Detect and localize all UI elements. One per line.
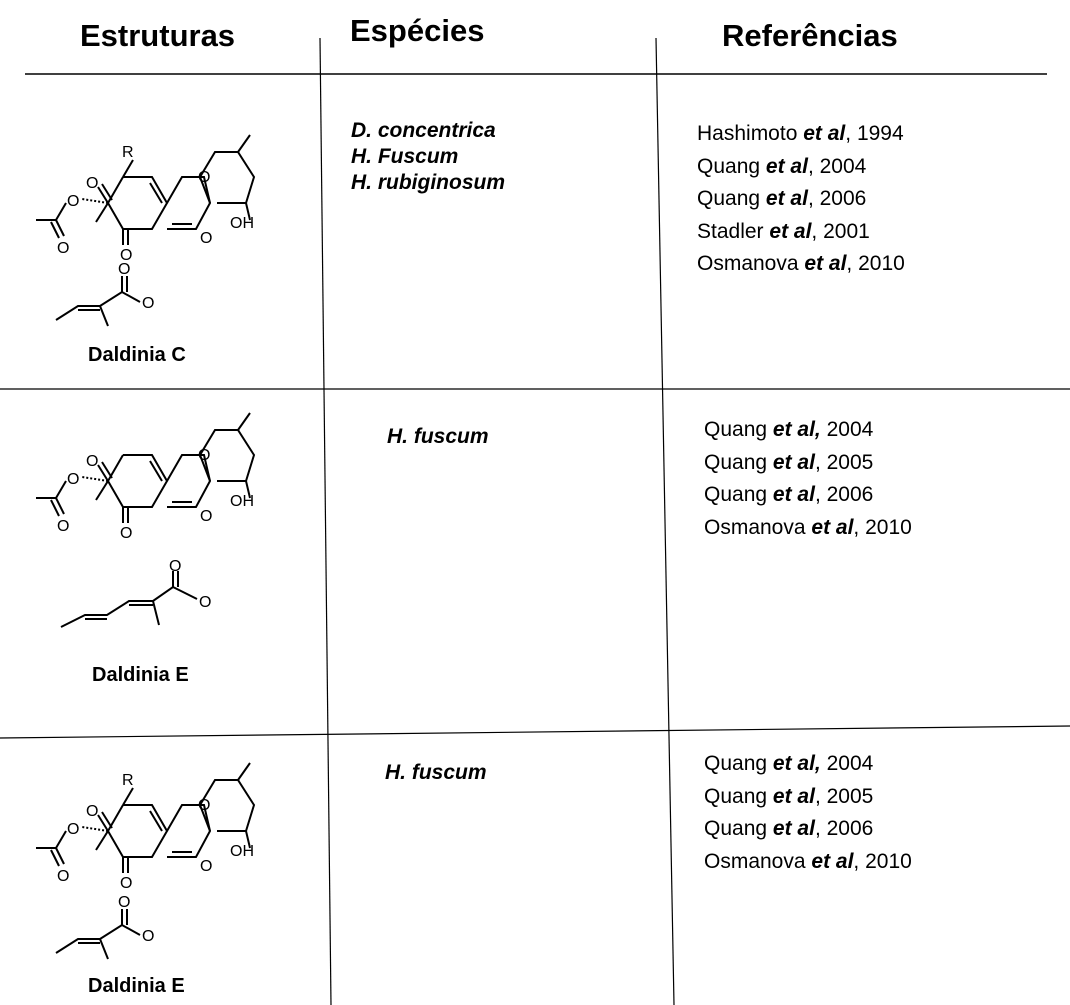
svg-text:O: O bbox=[67, 193, 79, 210]
species-item: H. rubiginosum bbox=[351, 171, 505, 194]
svg-text:O: O bbox=[200, 230, 212, 247]
structure-row-1: R O O O O O O OH bbox=[36, 134, 256, 264]
reference-item: Quang et al, 2005 bbox=[704, 784, 874, 808]
reference-item: Stadler et al, 2001 bbox=[697, 219, 870, 243]
compound-name: Daldinia C bbox=[88, 344, 186, 366]
references-list: Quang et al, 2004 Quang et al, 2005 Quan… bbox=[704, 414, 912, 544]
svg-text:O: O bbox=[118, 261, 130, 278]
svg-text:O: O bbox=[57, 868, 69, 885]
species-item: H. fuscum bbox=[385, 761, 487, 784]
side-chain-row-2: OO bbox=[60, 558, 211, 628]
structure-row-3: R O O O O O O OH bbox=[36, 762, 256, 892]
compound-name: Daldinia E bbox=[92, 664, 189, 686]
reference-item: Quang et al, 2006 bbox=[704, 817, 874, 840]
svg-text:OH: OH bbox=[230, 215, 254, 232]
species-item: D. concentrica bbox=[351, 119, 496, 142]
svg-text:O: O bbox=[118, 894, 130, 911]
svg-text:O: O bbox=[198, 797, 210, 814]
svg-text:OH: OH bbox=[230, 493, 254, 510]
references-list: Hashimoto et al, 1994 Quang et al, 2004 … bbox=[697, 118, 905, 281]
row-divider-2 bbox=[0, 725, 1070, 739]
svg-text:O: O bbox=[198, 447, 210, 464]
svg-text:O: O bbox=[142, 295, 154, 312]
reference-item: Osmanova et al, 2010 bbox=[704, 849, 912, 873]
species-list: H. fuscum bbox=[385, 760, 487, 786]
r-group-label: R bbox=[122, 772, 134, 789]
column-divider-1 bbox=[319, 37, 332, 1005]
column-divider-2 bbox=[655, 37, 675, 1005]
structure-row-2: O O O O O O OH bbox=[36, 412, 256, 542]
svg-text:O: O bbox=[169, 558, 181, 575]
reference-item: Quang et al, 2006 bbox=[704, 483, 874, 506]
species-item: H. Fuscum bbox=[351, 145, 459, 168]
r-group-label: R bbox=[122, 144, 134, 161]
svg-text:O: O bbox=[200, 858, 212, 875]
reference-item: Quang et al, 2004 bbox=[704, 418, 874, 441]
reference-item: Hashimoto et al, 1994 bbox=[697, 122, 904, 145]
svg-text:O: O bbox=[57, 518, 69, 535]
reference-item: Quang et al, 2004 bbox=[704, 752, 874, 775]
side-chain-row-1: OO bbox=[55, 261, 154, 327]
side-chain-row-3: OO bbox=[55, 894, 154, 960]
references-list: Quang et al, 2004 Quang et al, 2005 Quan… bbox=[704, 748, 912, 878]
compound-name: Daldinia E bbox=[88, 975, 185, 997]
svg-text:O: O bbox=[120, 875, 132, 892]
header-references: Referências bbox=[722, 18, 898, 53]
reference-item: Quang et al, 2004 bbox=[697, 154, 867, 178]
reference-item: Osmanova et al, 2010 bbox=[704, 515, 912, 539]
header-species: Espécies bbox=[350, 13, 485, 48]
svg-text:O: O bbox=[86, 175, 98, 192]
header-structures: Estruturas bbox=[80, 18, 236, 53]
svg-text:O: O bbox=[142, 928, 154, 945]
species-item: H. fuscum bbox=[387, 425, 489, 448]
svg-text:O: O bbox=[200, 508, 212, 525]
species-list: D. concentrica H. Fuscum H. rubiginosum bbox=[351, 118, 505, 196]
svg-text:O: O bbox=[86, 803, 98, 820]
svg-text:O: O bbox=[120, 247, 132, 264]
svg-text:O: O bbox=[67, 471, 79, 488]
svg-text:O: O bbox=[67, 821, 79, 838]
reference-item: Quang et al, 2005 bbox=[704, 450, 874, 474]
svg-text:O: O bbox=[57, 240, 69, 257]
svg-text:O: O bbox=[198, 169, 210, 186]
species-list: H. fuscum bbox=[387, 424, 489, 450]
reference-item: Osmanova et al, 2010 bbox=[697, 252, 905, 275]
svg-text:O: O bbox=[120, 525, 132, 542]
svg-text:OH: OH bbox=[230, 843, 254, 860]
svg-text:O: O bbox=[199, 594, 211, 611]
reference-item: Quang et al, 2006 bbox=[697, 187, 867, 210]
svg-text:O: O bbox=[86, 453, 98, 470]
